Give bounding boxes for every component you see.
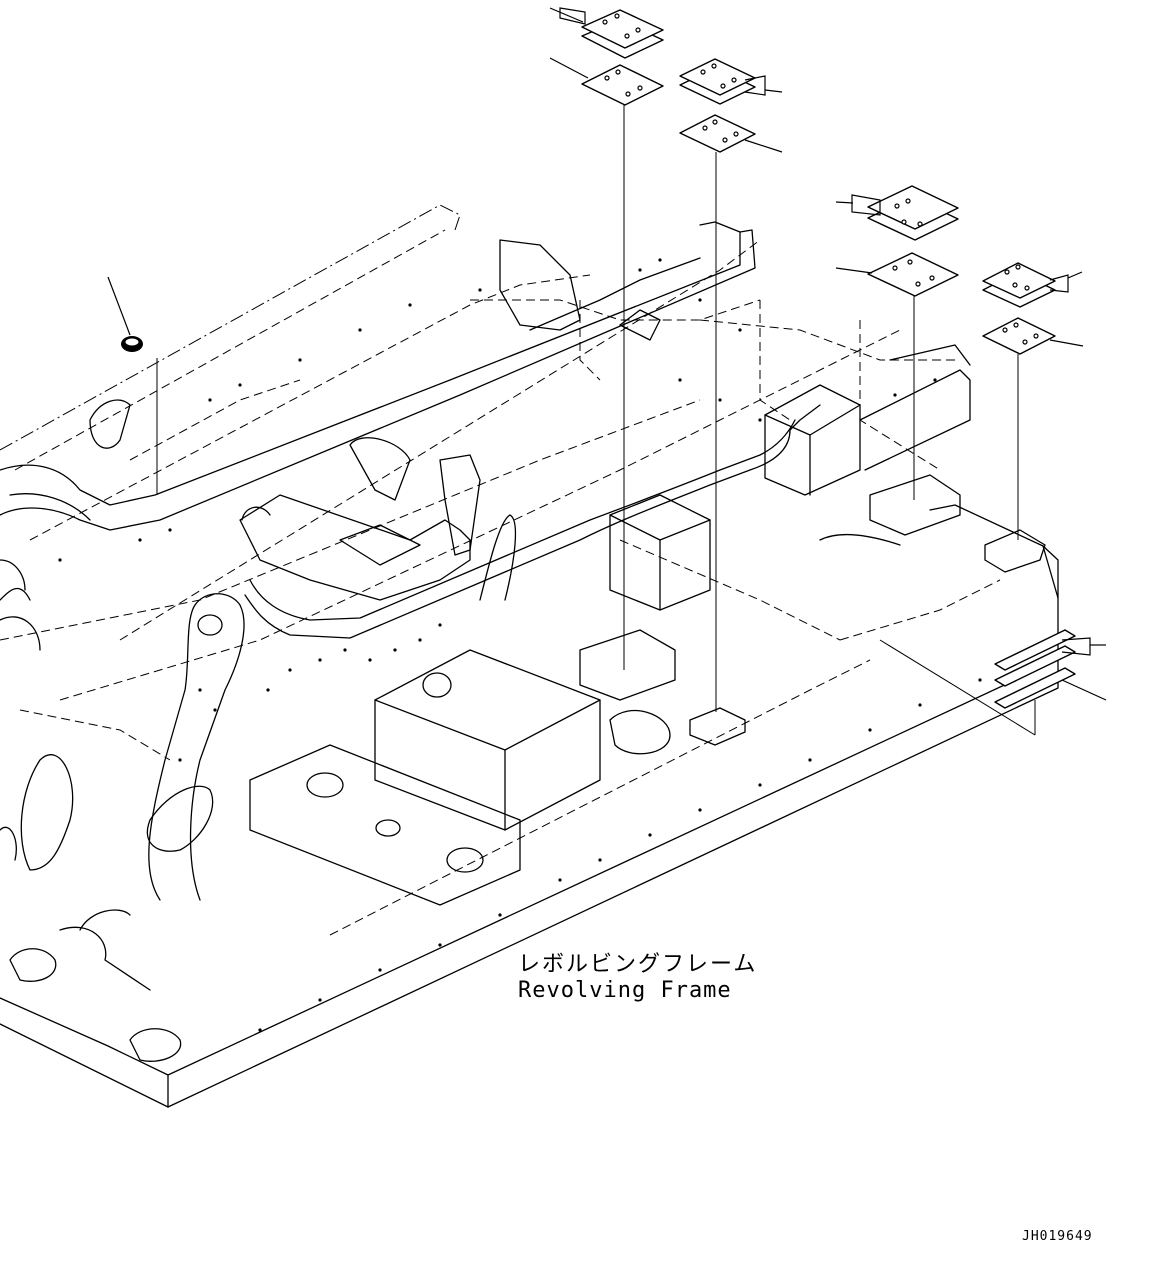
bolt-holes: [58, 258, 1022, 1032]
shim-plate-a: [549, 7, 664, 59]
shim-plate-b: [549, 57, 664, 670]
strip-shims: [879, 629, 1107, 736]
grommet-part: [107, 276, 158, 495]
center-crossmember: [146, 494, 671, 906]
shim-plate-g: [982, 262, 1083, 308]
shim-plate-d: [679, 114, 783, 712]
shim-plate-f: [835, 252, 959, 500]
shim-plate-e: [835, 185, 959, 241]
main-beam: [0, 221, 821, 639]
right-frame-members: [0, 239, 1046, 1062]
shim-plate-h: [982, 317, 1084, 540]
drawing-number: JH019649: [1022, 1229, 1093, 1244]
part-label-japanese: レボルビングフレーム: [518, 952, 758, 977]
shim-plate-c: [679, 58, 783, 105]
part-label-english: Revolving Frame: [518, 978, 732, 1003]
boom-bracket: [0, 559, 245, 901]
